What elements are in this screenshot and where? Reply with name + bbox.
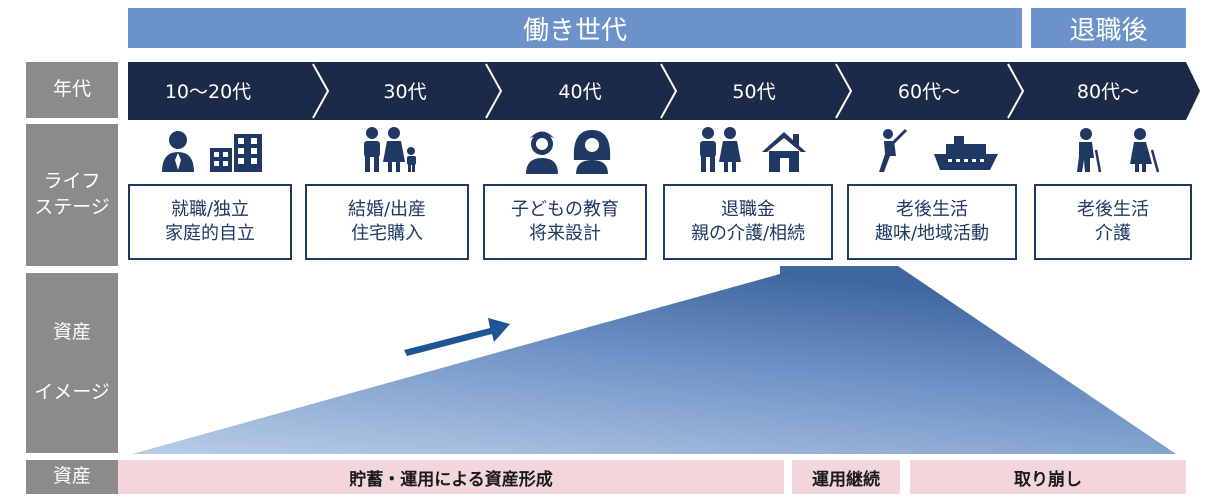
age-label-3: 40代: [558, 81, 601, 103]
asset-formation-bar: 貯蓄・運用による資産形成: [118, 460, 784, 494]
chevron-divider-5: [1007, 63, 1025, 119]
chevron-divider-4: [835, 63, 853, 119]
businessman-icon: [162, 131, 194, 172]
asset-row-label: 資産: [26, 460, 118, 494]
cruise-ship-icon: [934, 136, 998, 170]
life-stage-5-line1: 老後生活: [896, 198, 968, 220]
golfer-icon: [879, 128, 908, 172]
life-stage-label-line2: ステージ: [34, 196, 110, 218]
elderly-woman-icon: [1130, 128, 1160, 173]
working-generation-label: 働き世代: [522, 15, 627, 46]
age-row-label: 年代: [26, 62, 118, 118]
asset-image-label-line2: イメージ: [34, 381, 110, 403]
working-generation-band: 働き世代: [128, 8, 1022, 48]
life-stage-2-line1: 結婚/出産: [347, 198, 427, 220]
girl-icon: [573, 130, 611, 174]
life-stage-icons: [162, 127, 1160, 174]
life-stage-1-line1: 就職/独立: [170, 198, 250, 220]
asset-continuation-label: 運用継続: [812, 469, 880, 490]
life-stage-box-4: 退職金 親の介護/相続: [663, 184, 833, 260]
life-stage-6-line1: 老後生活: [1077, 198, 1149, 220]
age-label-1: 10～20代: [165, 81, 251, 103]
life-stage-4-line2: 親の介護/相続: [690, 223, 806, 244]
age-label-6: 80代～: [1077, 81, 1139, 103]
asset-image-label-line1: 資産: [52, 321, 91, 344]
retired-label: 退職後: [1069, 15, 1148, 46]
elderly-man-icon: [1077, 128, 1102, 173]
life-stage-3-line1: 子どもの教育: [511, 198, 619, 220]
growth-arrow-icon: [404, 318, 510, 356]
life-stage-row-label: ライフ ステージ: [26, 124, 118, 266]
boy-icon: [526, 131, 558, 174]
age-row-label-text: 年代: [52, 78, 91, 101]
life-stage-6-line2: 介護: [1095, 223, 1131, 244]
life-stage-1-line2: 家庭的自立: [165, 223, 255, 244]
chevron-divider-1: [312, 63, 330, 119]
life-stage-box-6: 老後生活 介護: [1034, 184, 1192, 260]
life-stage-box-1: 就職/独立 家庭的自立: [128, 184, 292, 260]
life-stage-box-3: 子どもの教育 将来設計: [483, 184, 647, 260]
chevron-divider-3: [660, 63, 678, 119]
age-chevron-band: 10～20代 30代 40代 50代 60代～ 80代～: [128, 62, 1200, 120]
life-stage-2-line2: 住宅購入: [351, 223, 423, 244]
life-stage-box-2: 結婚/出産 住宅購入: [305, 184, 469, 260]
family-icon: [364, 127, 416, 172]
building-icon: [210, 134, 262, 172]
age-arrow-shape: [128, 62, 1200, 120]
asset-drawdown-label: 取り崩し: [1014, 469, 1082, 490]
asset-drawdown-bar: 取り崩し: [910, 460, 1186, 494]
asset-growth-shape: [132, 266, 1176, 454]
life-stage-4-line1: 退職金: [721, 198, 775, 220]
retired-band: 退職後: [1031, 8, 1186, 48]
couple-icon: [700, 127, 741, 172]
asset-formation-label: 貯蓄・運用による資産形成: [349, 469, 553, 490]
life-stage-label-line1: ライフ: [43, 170, 101, 193]
asset-image-chart: [132, 266, 1176, 454]
age-label-4: 50代: [732, 81, 775, 103]
life-stage-box-5: 老後生活 趣味/地域活動: [847, 184, 1017, 260]
house-icon: [762, 132, 806, 172]
life-stage-3-line2: 将来設計: [529, 223, 601, 244]
life-stage-5-line2: 趣味/地域活動: [874, 223, 990, 244]
chevron-divider-2: [485, 63, 503, 119]
age-label-5: 60代～: [898, 81, 960, 103]
asset-row-label-text: 資産: [52, 465, 91, 488]
asset-continuation-bar: 運用継続: [792, 460, 900, 494]
asset-image-row-label: 資産 イメージ: [26, 273, 118, 453]
age-label-2: 30代: [383, 81, 426, 103]
